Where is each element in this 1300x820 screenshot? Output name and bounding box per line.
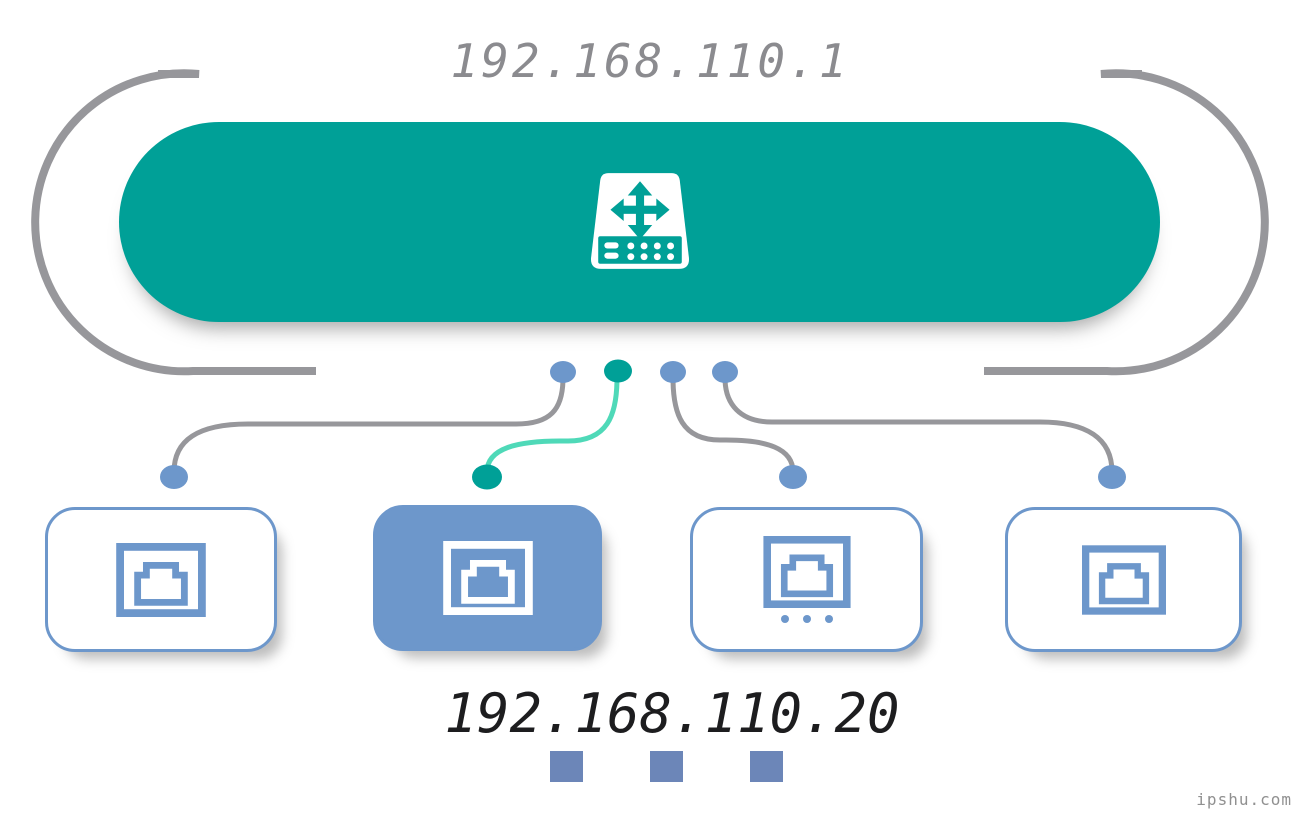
router-port-dot-4 bbox=[712, 361, 738, 383]
device-box-2-highlighted bbox=[373, 505, 602, 651]
arrow-right bbox=[655, 198, 670, 221]
connection-line-2-active bbox=[484, 375, 620, 475]
connection-line-3 bbox=[670, 375, 796, 475]
more-devices-ellipsis bbox=[780, 615, 833, 623]
ellipsis-dot bbox=[824, 615, 833, 623]
router-port-dot-2-active bbox=[604, 359, 632, 383]
ellipsis-dot bbox=[780, 615, 789, 623]
device-end-dot-2-active bbox=[472, 464, 502, 490]
ethernet-port-icon bbox=[1081, 544, 1166, 615]
arrow-left bbox=[609, 198, 624, 221]
device-box-1 bbox=[45, 507, 277, 652]
ethernet-port-icon bbox=[116, 542, 206, 617]
ethernet-port-icon bbox=[442, 541, 533, 615]
arrow-up bbox=[627, 181, 652, 196]
ellipsis-dot bbox=[802, 615, 811, 623]
client-indicator-squares bbox=[550, 751, 783, 782]
router-port-dot-1 bbox=[550, 361, 576, 383]
indicator-square bbox=[650, 751, 683, 782]
router-node bbox=[119, 122, 1160, 322]
router-ip-label: 192.168.110.1 bbox=[450, 34, 850, 88]
switch-panel bbox=[597, 236, 682, 264]
arrow-down bbox=[627, 225, 652, 240]
network-switch-icon bbox=[590, 173, 689, 269]
right-bracket-arc bbox=[984, 69, 1269, 376]
indicator-square bbox=[550, 751, 583, 782]
device-end-dot-4 bbox=[1098, 465, 1126, 489]
device-end-dot-1 bbox=[160, 465, 188, 489]
device-end-dot-3 bbox=[779, 465, 807, 489]
ethernet-port-icon bbox=[762, 536, 851, 608]
watermark: ipshu.com bbox=[1196, 790, 1292, 809]
router-port-dot-3 bbox=[660, 361, 686, 383]
connection-line-4 bbox=[722, 375, 1115, 475]
connection-line-1 bbox=[171, 375, 566, 475]
indicator-square bbox=[750, 751, 783, 782]
device-box-4 bbox=[1005, 507, 1242, 652]
left-bracket-arc bbox=[31, 69, 316, 376]
client-ip-label: 192.168.110.20 bbox=[444, 682, 900, 745]
device-box-3 bbox=[690, 507, 923, 652]
